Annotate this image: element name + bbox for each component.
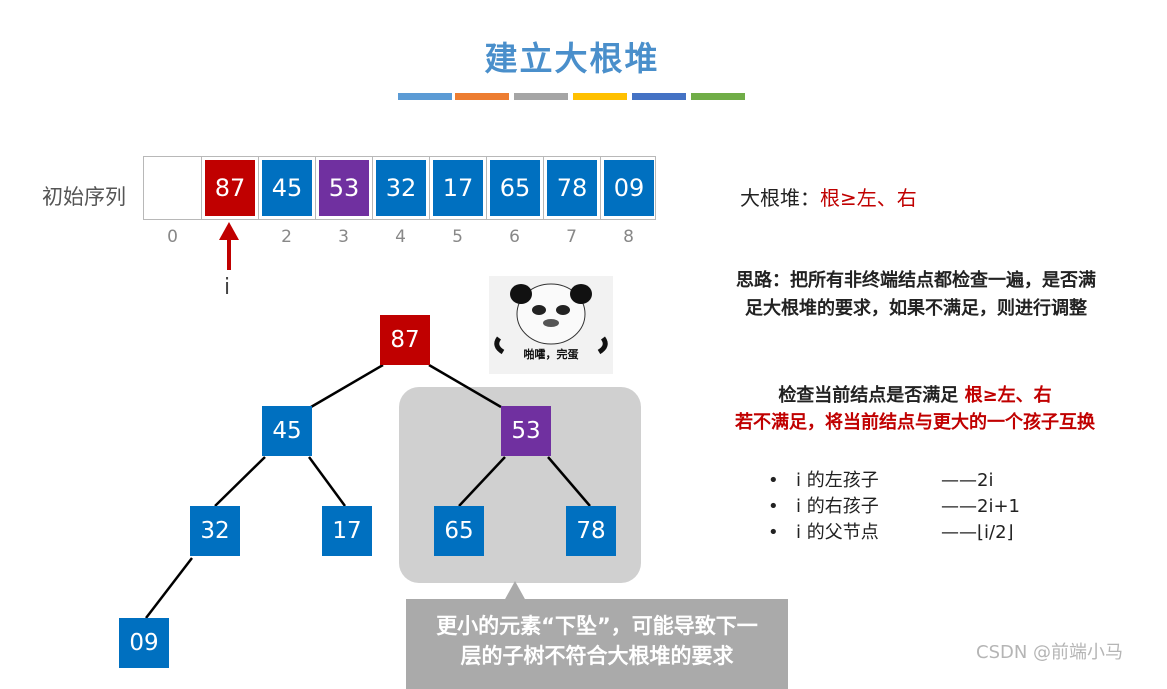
tree-edge: [146, 558, 192, 618]
tree-node: 53: [501, 406, 551, 456]
tree-edge: [459, 457, 505, 506]
tree-edge: [548, 457, 590, 506]
watermark: CSDN @前端小马: [976, 638, 1123, 664]
panda-meme-image: 啪嚯，完蛋: [489, 276, 613, 374]
meme-caption: 啪嚯，完蛋: [489, 346, 613, 362]
tree-edge: [215, 457, 265, 506]
tree-node: 32: [190, 506, 240, 556]
tree-node: 87: [380, 315, 430, 365]
tree-edge: [311, 365, 383, 407]
tree-node: 65: [434, 506, 484, 556]
callout-line-1: 更小的元素“下坠”，可能导致下一: [406, 611, 788, 641]
tree-node: 09: [119, 618, 169, 668]
callout-line-2: 层的子树不符合大根堆的要求: [406, 641, 788, 671]
tree-node: 78: [566, 506, 616, 556]
callout-box: 更小的元素“下坠”，可能导致下一 层的子树不符合大根堆的要求: [406, 599, 788, 689]
tree-edge: [309, 457, 345, 506]
tree-node: 17: [322, 506, 372, 556]
tree-node: 45: [262, 406, 312, 456]
callout-pointer: [504, 581, 526, 601]
